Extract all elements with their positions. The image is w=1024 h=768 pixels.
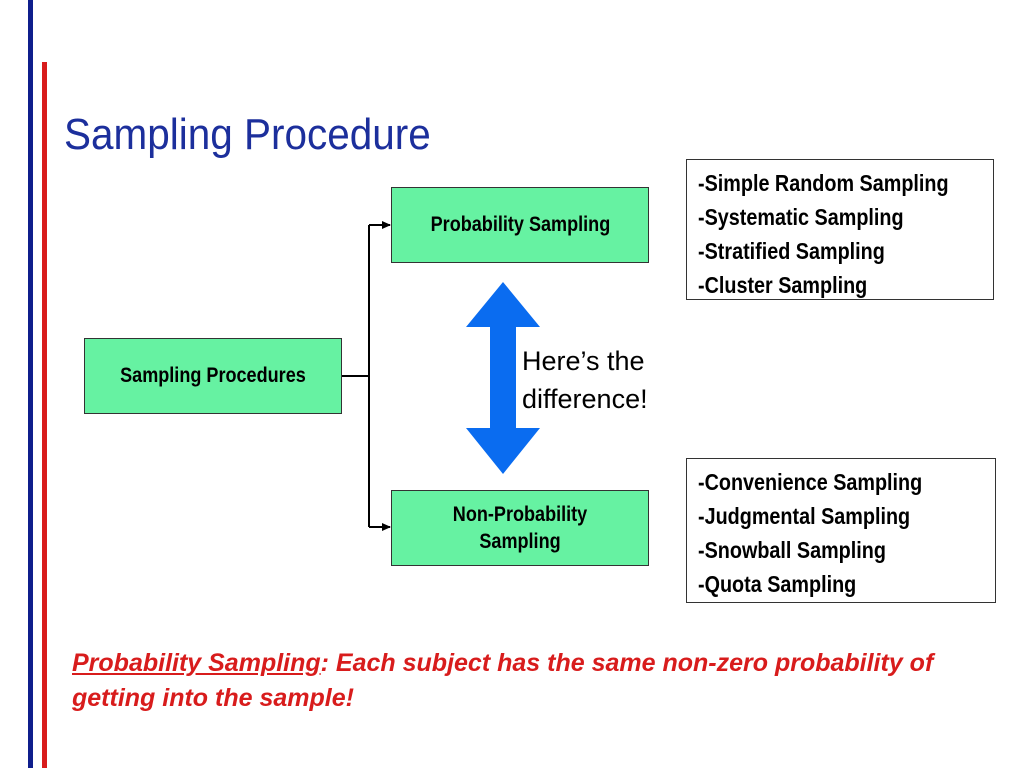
- slide-title: Sampling Procedure: [64, 110, 431, 159]
- list-item: -Snowball Sampling: [698, 537, 886, 563]
- list-item: -Stratified Sampling: [698, 238, 885, 264]
- definition-term: Probability Sampling: [72, 649, 321, 677]
- list-item: -Systematic Sampling: [698, 204, 904, 230]
- sampling-procedures-box: Sampling Procedures: [84, 338, 342, 414]
- left-accent-bar-blue: [28, 0, 33, 768]
- difference-callout: Here’s the difference!: [522, 346, 648, 414]
- list-item: -Simple Random Sampling: [698, 170, 949, 196]
- list-item: -Quota Sampling: [698, 571, 857, 597]
- probability-methods-list: -Simple Random Sampling -Systematic Samp…: [686, 159, 994, 300]
- list-item: -Convenience Sampling: [698, 469, 923, 495]
- list-item: -Cluster Sampling: [698, 272, 868, 298]
- definition-note: Probability Sampling: Each subject has t…: [72, 646, 972, 716]
- non-probability-sampling-box: Non-Probability Sampling: [391, 490, 649, 566]
- double-arrow-icon: [466, 282, 540, 474]
- list-item: -Judgmental Sampling: [698, 503, 911, 529]
- probability-sampling-box: Probability Sampling: [391, 187, 649, 263]
- definition-text: : Each subject has the same non-zero pro…: [72, 649, 934, 712]
- left-accent-bar-red: [42, 62, 47, 768]
- nonprobability-methods-list: -Convenience Sampling -Judgmental Sampli…: [686, 458, 996, 603]
